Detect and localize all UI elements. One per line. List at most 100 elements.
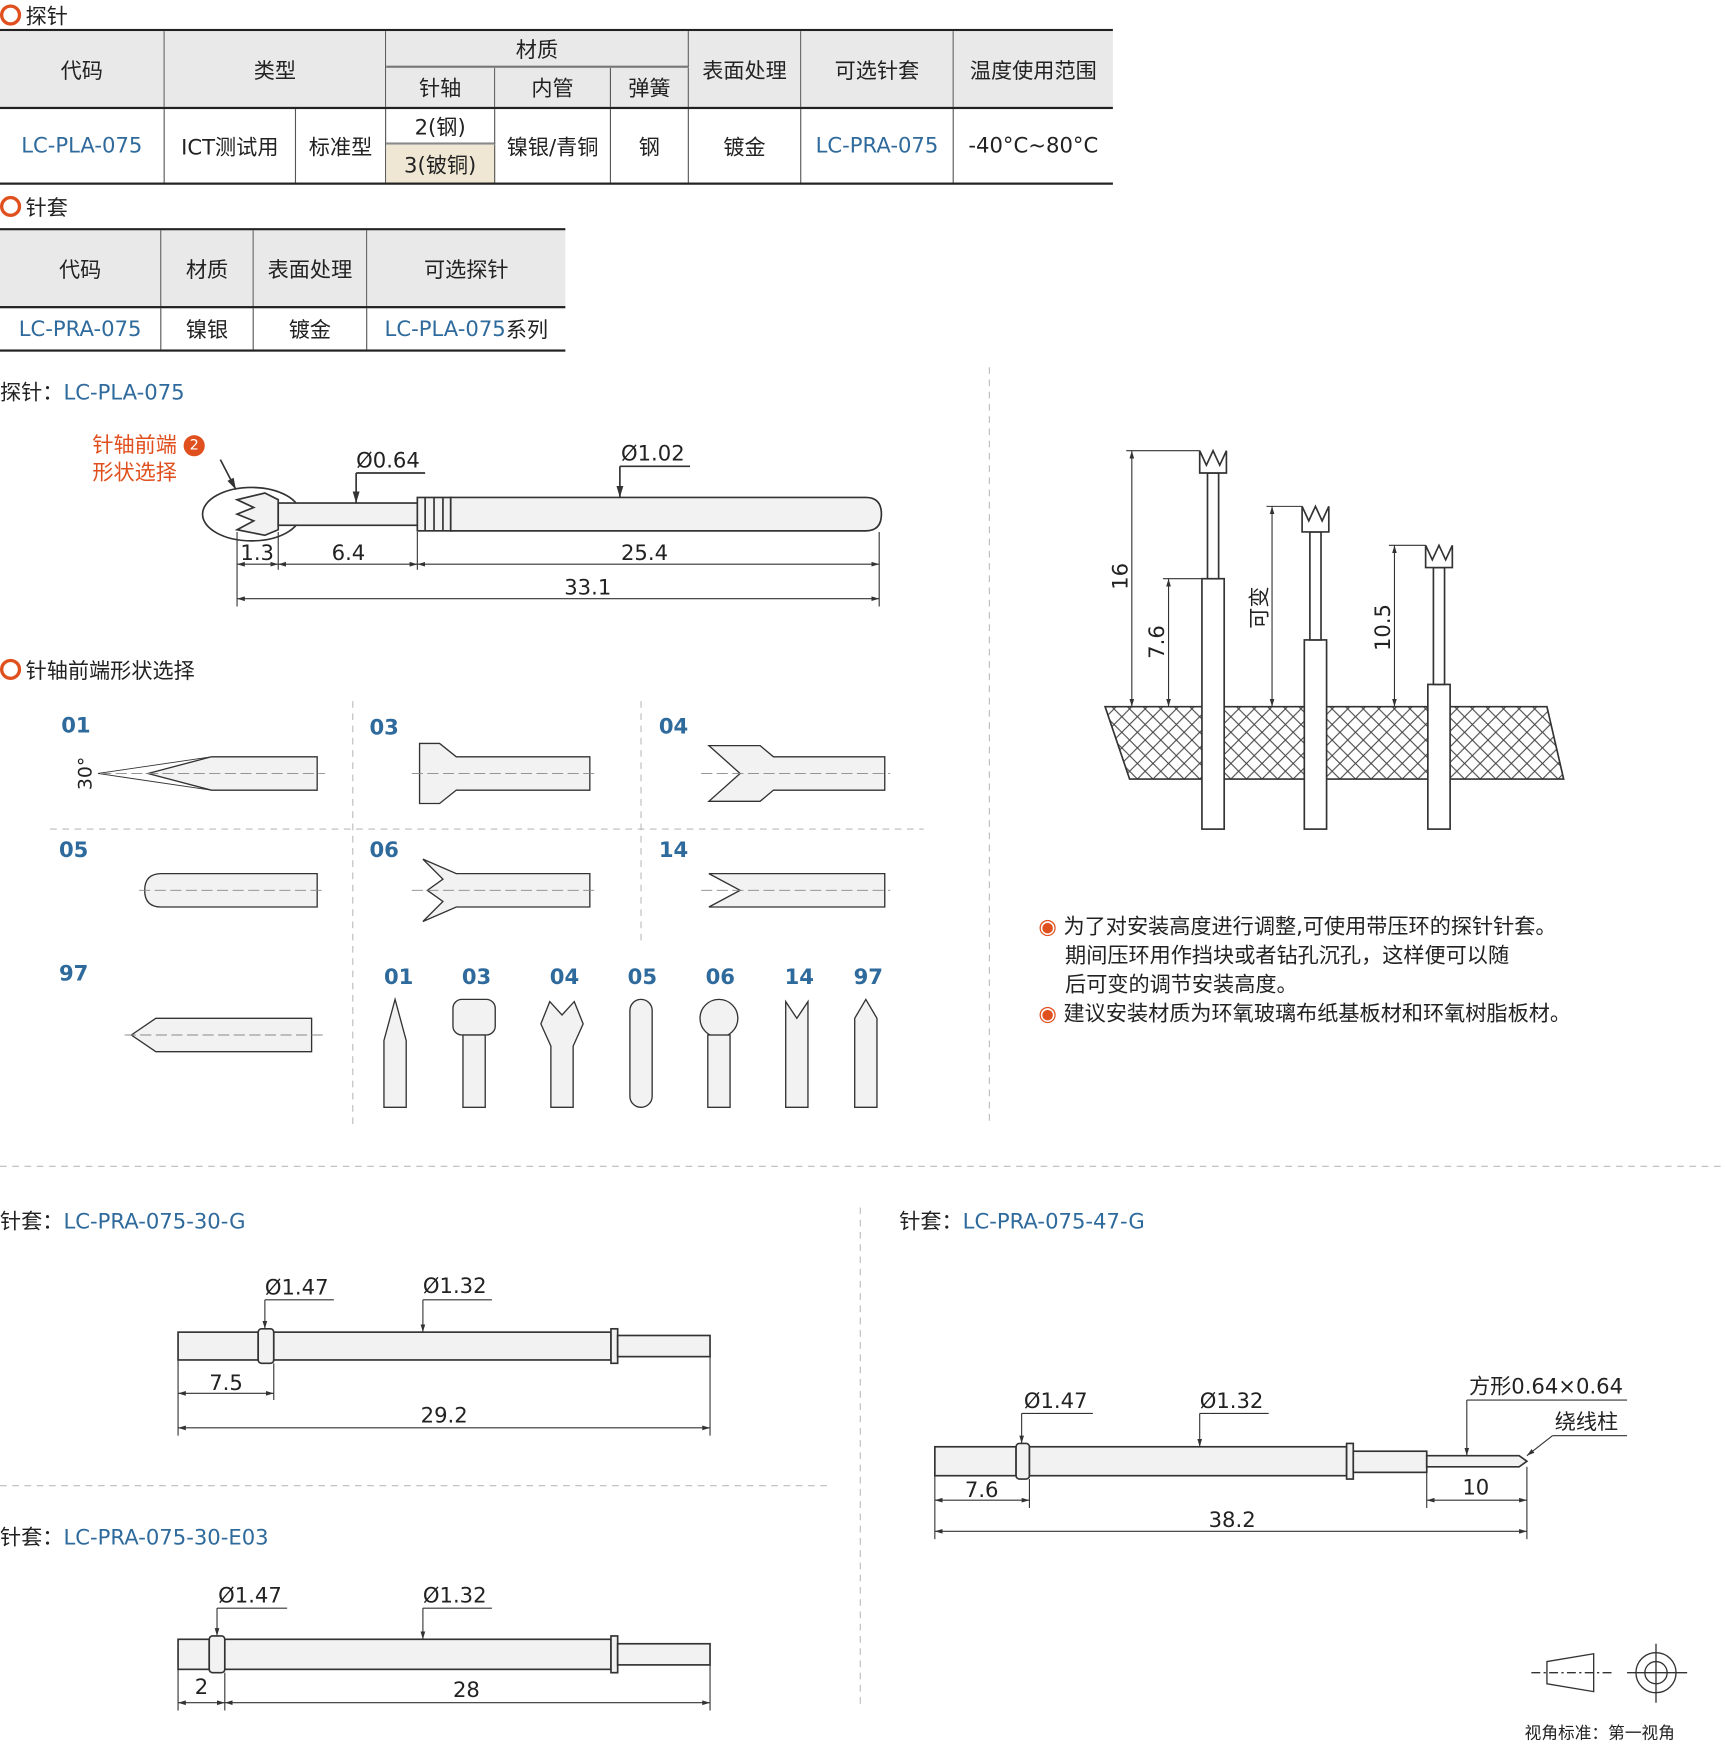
notes: ◉ 为了对安装高度进行调整,可使用带压环的探针针套。 期间压环用作挡块或者钻孔沉… [1038,913,1571,1029]
svg-text:01: 01 [61,712,90,737]
dim-l3: 25.4 [621,540,668,565]
sleeve-b-drawing: Ø1.47 Ø1.32 2 28 [177,1583,711,1711]
surface-treatment: 镀金 [689,109,802,183]
dim-total: 33.1 [564,574,611,599]
svg-text:14: 14 [659,837,688,862]
header-type: 类型 [164,31,387,107]
svg-text:Ø1.47: Ø1.47 [1024,1388,1088,1413]
probe-drawing: Ø0.64 Ø1.02 1.3 6.4 25.4 33.1 [201,441,883,607]
section-sleeve: 针套 [0,191,68,221]
sleeve-surface: 镀金 [254,308,368,350]
ring-bullet-icon [0,195,22,218]
angle-label: 30° [74,757,96,791]
svg-text:28: 28 [453,1677,480,1702]
sleeve-a-title: 针套：LC-PRA-075-30-G [0,1209,246,1235]
tip-shape-profiles [97,742,891,1109]
svg-text:2: 2 [195,1674,208,1699]
header-code: 代码 [0,230,162,307]
svg-text:38.2: 38.2 [1209,1507,1256,1532]
header-material: 材质 [161,230,254,307]
dim-l2: 6.4 [332,540,366,565]
svg-text:7.6: 7.6 [965,1477,999,1502]
svg-text:Ø1.47: Ø1.47 [265,1274,329,1299]
note-item: ◉ 为了对安装高度进行调整,可使用带压环的探针针套。 [1038,914,1557,940]
type-standard: 标准型 [296,109,387,183]
section-title: 针轴前端形状选择 [25,658,195,684]
note-item: ◉ 建议安装材质为环氧玻璃布纸基板材和环氧树脂板材。 [1038,1001,1572,1027]
install-diagram: 16 7.6 可变 10.5 [1103,448,1565,830]
svg-text:01: 01 [384,964,413,989]
svg-text:97: 97 [59,960,88,985]
temp-range: -40°C~80°C [968,133,1099,159]
svg-text:7.5: 7.5 [209,1370,243,1395]
dim-h2: 7.6 [1144,625,1169,659]
section-probe: 探针 [0,0,68,30]
svg-text:05: 05 [628,964,657,989]
header-material: 材质 [386,31,689,68]
section-tip-shapes: 针轴前端形状选择 [0,654,195,684]
series-suffix: 系列 [505,318,549,343]
header-spring: 弹簧 [610,67,689,107]
spring-material: 钢 [611,109,689,183]
svg-text:29.2: 29.2 [421,1402,468,1427]
sleeve-a-drawing: Ø1.47 Ø1.32 7.5 29.2 [177,1273,711,1436]
sleeve-c-code: LC-PRA-075-47-G [962,1209,1145,1235]
note-continuation: 后可变的调节安装高度。 [1065,972,1298,998]
header-surface: 表面处理 [688,31,802,107]
probe-code-link[interactable]: LC-PLA-075 [0,109,165,183]
note-continuation: 期间压环用作挡块或者钻孔沉孔，这样便可以随 [1065,943,1510,969]
probe-drawing-title: 探针：LC-PLA-075 [0,380,185,406]
probe-series-link[interactable]: LC-PLA-075 [384,316,506,342]
svg-text:05: 05 [59,837,88,862]
svg-text:04: 04 [550,964,579,989]
svg-text:04: 04 [659,713,688,738]
probe-drawing-code: LC-PLA-075 [63,380,185,406]
svg-text:方形0.64×0.64: 方形0.64×0.64 [1469,1373,1623,1398]
svg-text:10: 10 [1462,1475,1489,1500]
view-standard-label: 视角标准：第一视角 [1524,1722,1675,1743]
section-title: 针套 [25,195,68,221]
svg-text:03: 03 [369,715,398,740]
dim-h3: 10.5 [1370,604,1395,651]
shaft-option-2: 2(钢) [386,109,496,145]
svg-text:14: 14 [785,964,814,989]
sleeve-b-title: 针套：LC-PRA-075-30-E03 [0,1525,269,1551]
dividers [0,367,1725,1709]
sleeve-c-drawing: Ø1.47 Ø1.32 方形0.64×0.64 绕线柱 7.6 10 38.2 [934,1373,1628,1540]
header-sleeve: 可选针套 [801,31,954,107]
header-code: 代码 [0,31,165,107]
svg-text:Ø1.32: Ø1.32 [423,1583,487,1608]
sleeve-material: 镍银 [161,308,254,350]
sleeve-code-link[interactable]: LC-PRA-075 [801,109,954,183]
sleeve-b-code: LC-PRA-075-30-E03 [63,1525,269,1551]
first-angle-projection-icon [1531,1643,1688,1703]
svg-text:03: 03 [462,964,491,989]
svg-text:Ø1.32: Ø1.32 [423,1273,487,1298]
header-temp: 温度使用范围 [953,31,1113,107]
type-ict: ICT测试用 [165,109,297,183]
svg-text:Ø1.47: Ø1.47 [218,1583,282,1608]
dim-body-diameter: Ø1.02 [621,441,685,466]
ring-bullet-icon [0,658,22,680]
section-title: 探针 [25,4,68,29]
svg-text:06: 06 [706,964,735,989]
callout-number-badge: 2 [183,435,205,457]
header-probe: 可选探针 [367,230,566,307]
sleeve-c-title: 针套：LC-PRA-075-47-G [899,1209,1145,1235]
dim-variable: 可变 [1246,587,1271,629]
svg-text:Ø1.32: Ø1.32 [1200,1388,1264,1413]
tip-codes: 01 03 04 05 06 14 97 01 03 04 05 06 14 9… [59,712,883,989]
svg-text:绕线柱: 绕线柱 [1555,1409,1618,1434]
svg-text:97: 97 [854,964,883,989]
dim-l1: 1.3 [240,540,274,565]
sleeve-a-code: LC-PRA-075-30-G [63,1209,246,1235]
header-tube: 内管 [495,67,611,107]
svg-text:06: 06 [369,837,398,862]
sleeve-code-link[interactable]: LC-PRA-075 [0,308,162,350]
dim-tip-diameter: Ø0.64 [356,447,420,472]
dim-h1: 16 [1107,563,1132,590]
